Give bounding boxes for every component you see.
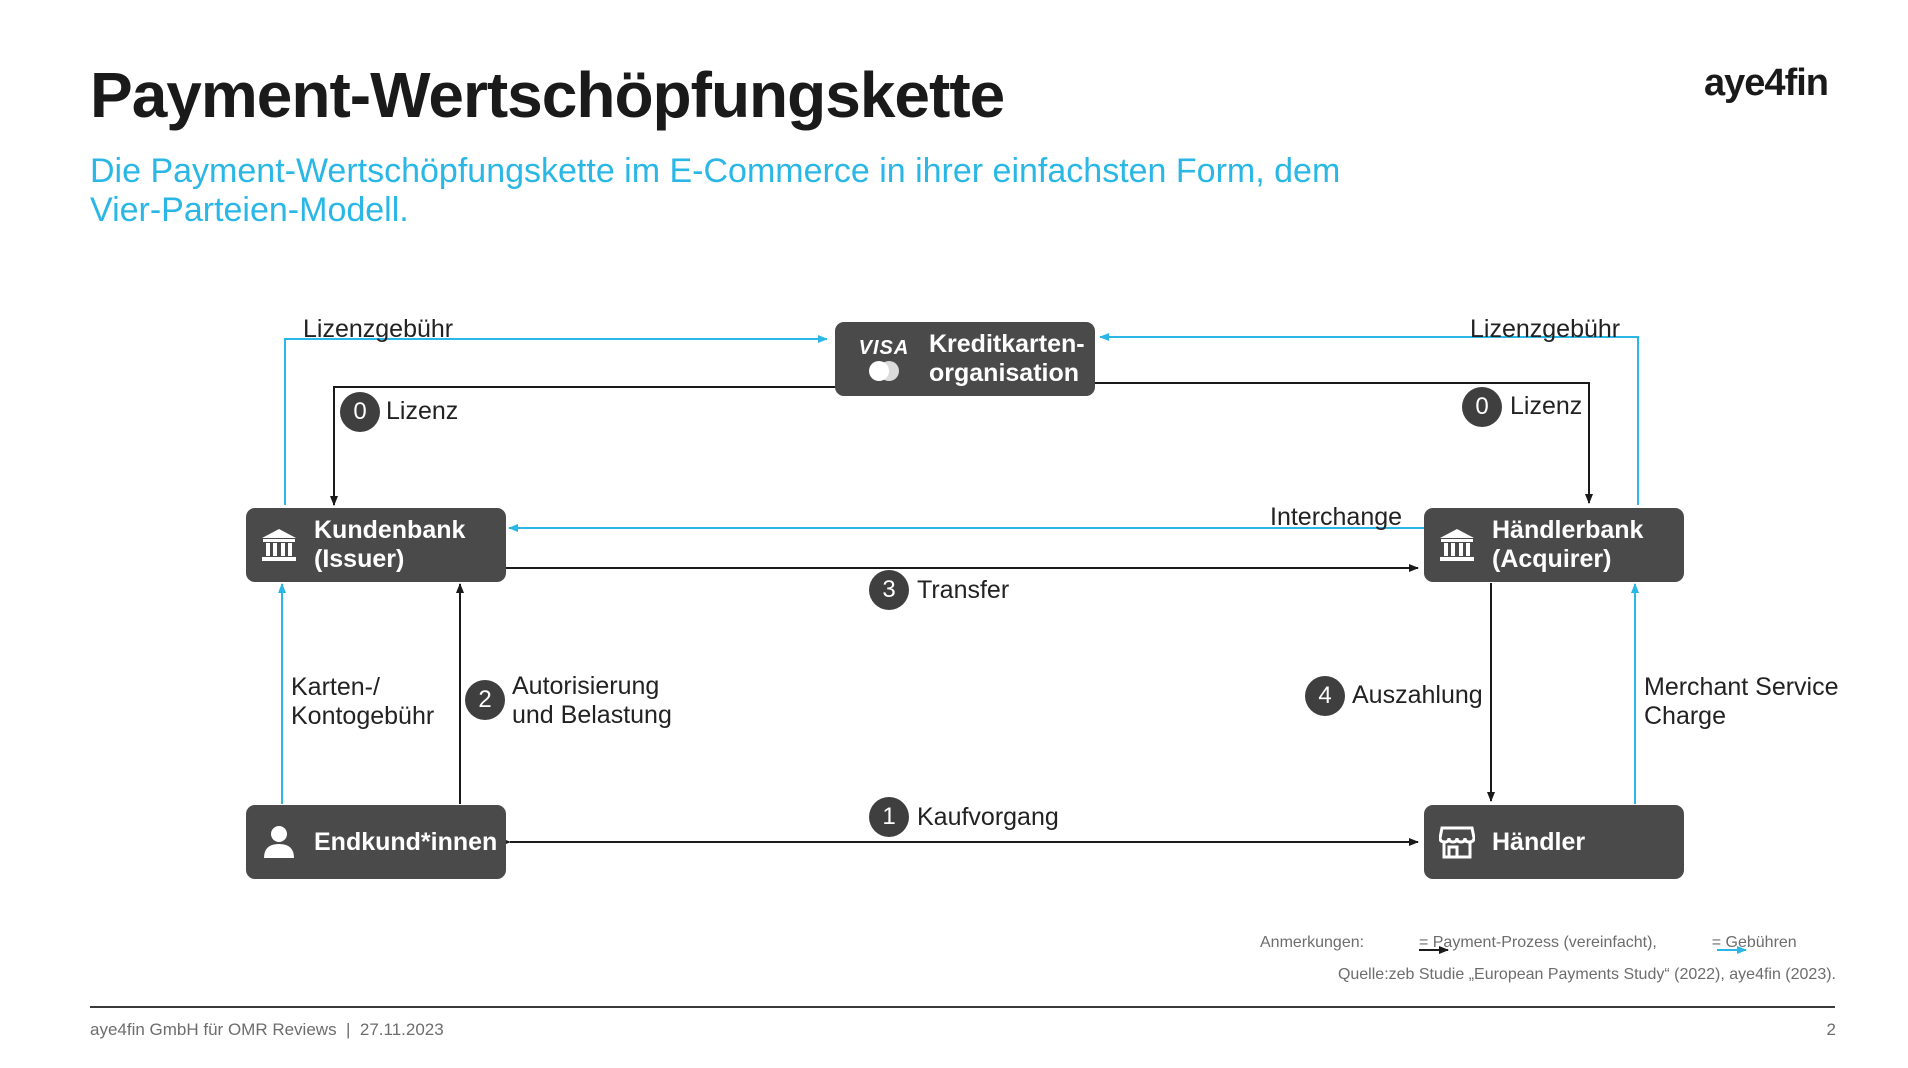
store-icon [1436,825,1478,859]
visa-logo: VISA [858,336,910,359]
step-badge-1: 1 [869,797,909,837]
issuer-label: Kundenbank (Issuer) [314,516,466,573]
step-badge-2: 2 [465,680,505,720]
node-acquirer-bank: Händlerbank (Acquirer) [1424,508,1684,582]
card-brand-icons: VISA [849,337,919,382]
node-card-organisation: VISA Kreditkarten- organisation [835,322,1095,396]
interchange-label: Interchange [1270,503,1403,531]
step-badge-0-right: 0 [1462,387,1502,427]
step-badge-4: 4 [1305,676,1345,716]
merchant-label: Händler [1492,827,1586,856]
legend-process-text: = Payment-Prozess (vereinfacht), [1418,934,1657,951]
transfer-label: Transfer [917,576,1010,604]
page-title: Payment-Wertschöpfungskette [90,59,1005,131]
node-end-customer: Endkund*innen [246,805,506,879]
node-issuer-bank: Kundenbank (Issuer) [246,508,506,582]
page-subtitle: Die Payment-Wertschöpfungskette im E-Com… [90,152,1341,229]
page-number: 2 [1826,1020,1836,1039]
acquirer-label: Händlerbank (Acquirer) [1492,516,1644,573]
footer-divider [90,1006,1835,1008]
step-badge-3: 3 [869,570,909,610]
person-icon [258,824,300,860]
customer-label: Endkund*innen [314,827,498,856]
card-organisation-label: Kreditkarten- organisation [929,330,1085,387]
license-right-label: Lizenz [1510,392,1583,420]
legend-notes: Anmerkungen: = Payment-Prozess (vereinfa… [1260,934,1836,952]
authorization-label: Autorisierung und Belastung [512,672,672,729]
aye4fin-logo: aye4fin [1704,62,1829,104]
bank-icon [1436,527,1478,563]
lic-fee-left-label: Lizenzgebühr [303,315,454,343]
legend-prefix: Anmerkungen: [1260,934,1365,951]
msc-label: Merchant Service Charge [1644,673,1839,730]
node-merchant: Händler [1424,805,1684,879]
license-right-connector [1095,382,1593,504]
lic-fee-right-connector [1099,333,1639,505]
card-fee-label: Karten-/ Kontogebühr [291,673,435,730]
legend-fee-text: = Gebühren [1711,934,1797,951]
source-note: Quelle:zeb Studie „European Payments Stu… [1337,966,1836,983]
footer-company-date: aye4fin GmbH für OMR Reviews | 27.11.202… [90,1020,444,1039]
payout-label: Auszahlung [1352,681,1483,709]
lic-fee-left-connector [284,335,828,505]
mastercard-logo [869,360,899,381]
license-left-connector [330,386,835,506]
purchase-label: Kaufvorgang [917,803,1059,831]
step-badge-0-left: 0 [340,392,380,432]
bank-icon [258,527,300,563]
license-left-label: Lizenz [386,397,459,425]
lic-fee-right-label: Lizenzgebühr [1470,315,1621,343]
